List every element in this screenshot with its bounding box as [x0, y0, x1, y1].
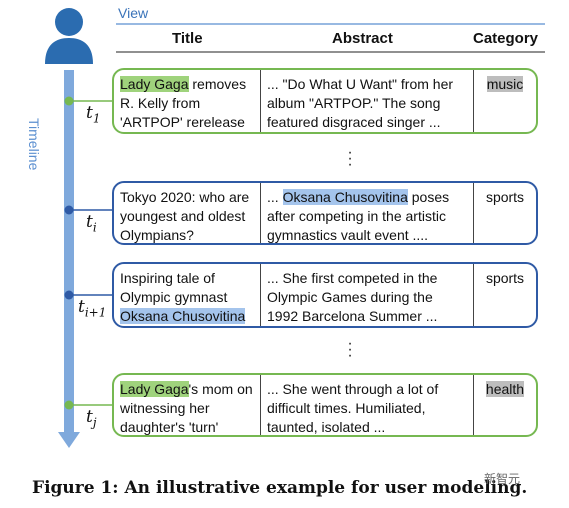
- news-title-cell: Lady Gaga removes R. Kelly from 'ARTPOP'…: [114, 70, 260, 132]
- figure-caption: Figure 1: An illustrative example for us…: [32, 478, 528, 498]
- abstract-text: ... "Do What U Want" from her album "ART…: [267, 76, 454, 130]
- abstract-text: ...: [267, 189, 283, 205]
- news-abstract-cell: ... Oksana Chusovitina poses after compe…: [260, 183, 474, 243]
- ellipsis-vertical: ···: [347, 335, 353, 364]
- user-icon: [45, 8, 93, 64]
- time-label-tj: tj: [86, 407, 97, 430]
- column-header-title: Title: [172, 30, 203, 47]
- news-category-cell: sports: [474, 264, 536, 326]
- abstract-text: ... She first competed in the Olympic Ga…: [267, 270, 438, 324]
- timeline-dot-ti: [64, 205, 74, 215]
- timeline-dot-tj: [64, 400, 74, 410]
- category-text: sports: [485, 189, 525, 205]
- entity-highlight: Oksana Chusovitina: [120, 308, 246, 324]
- entity-highlight: Lady Gaga: [120, 381, 189, 397]
- title-text: 's mom on witnessing her daughter's 'tur…: [120, 381, 253, 435]
- entity-highlight: Oksana Chusovitina: [282, 189, 408, 205]
- news-abstract-cell: ... She first competed in the Olympic Ga…: [260, 264, 474, 326]
- timeline-dot-ti1: [64, 290, 74, 300]
- news-abstract-cell: ... She went through a lot of difficult …: [260, 375, 474, 435]
- timeline-dot-t1: [64, 96, 74, 106]
- news-row: Inspiring tale of Olympic gymnast Oksana…: [112, 262, 538, 328]
- timeline-arrowhead: [58, 432, 80, 448]
- news-title-cell: Inspiring tale of Olympic gymnast Oksana…: [114, 264, 260, 326]
- news-row: Lady Gaga removes R. Kelly from 'ARTPOP'…: [112, 68, 538, 134]
- abstract-text: ... She went through a lot of difficult …: [267, 381, 439, 435]
- column-header-category: Category: [473, 30, 539, 47]
- column-header-abstract: Abstract: [332, 30, 393, 47]
- time-label-ti: ti: [86, 212, 97, 235]
- view-label: View: [118, 5, 149, 21]
- title-text: Inspiring tale of Olympic gymnast: [120, 270, 228, 305]
- news-abstract-cell: ... "Do What U Want" from her album "ART…: [260, 70, 474, 132]
- title-text: removes R. Kelly from 'ARTPOP' rerelease: [120, 76, 247, 130]
- category-highlight: health: [485, 381, 525, 397]
- news-title-cell: Tokyo 2020: who are youngest and oldest …: [114, 183, 260, 243]
- time-label-t1: t1: [86, 103, 101, 126]
- news-category-cell: sports: [474, 183, 536, 243]
- category-highlight: music: [486, 76, 524, 92]
- category-text: sports: [485, 270, 525, 286]
- news-row: Tokyo 2020: who are youngest and oldest …: [112, 181, 538, 245]
- news-title-cell: Lady Gaga's mom on witnessing her daught…: [114, 375, 260, 435]
- entity-highlight: Lady Gaga: [120, 76, 189, 92]
- timeline-label: Timeline: [26, 118, 42, 171]
- timeline-bar: [64, 70, 74, 435]
- news-category-cell: health: [474, 375, 536, 435]
- watermark: 新智元: [484, 472, 521, 486]
- news-category-cell: music: [474, 70, 536, 132]
- abstract-text: poses after competing in the artistic gy…: [267, 189, 450, 243]
- time-label-ti1: ti+1: [78, 297, 107, 320]
- news-row: Lady Gaga's mom on witnessing her daught…: [112, 373, 538, 437]
- title-text: Tokyo 2020: who are youngest and oldest …: [120, 189, 250, 243]
- ellipsis-vertical: ···: [347, 144, 353, 173]
